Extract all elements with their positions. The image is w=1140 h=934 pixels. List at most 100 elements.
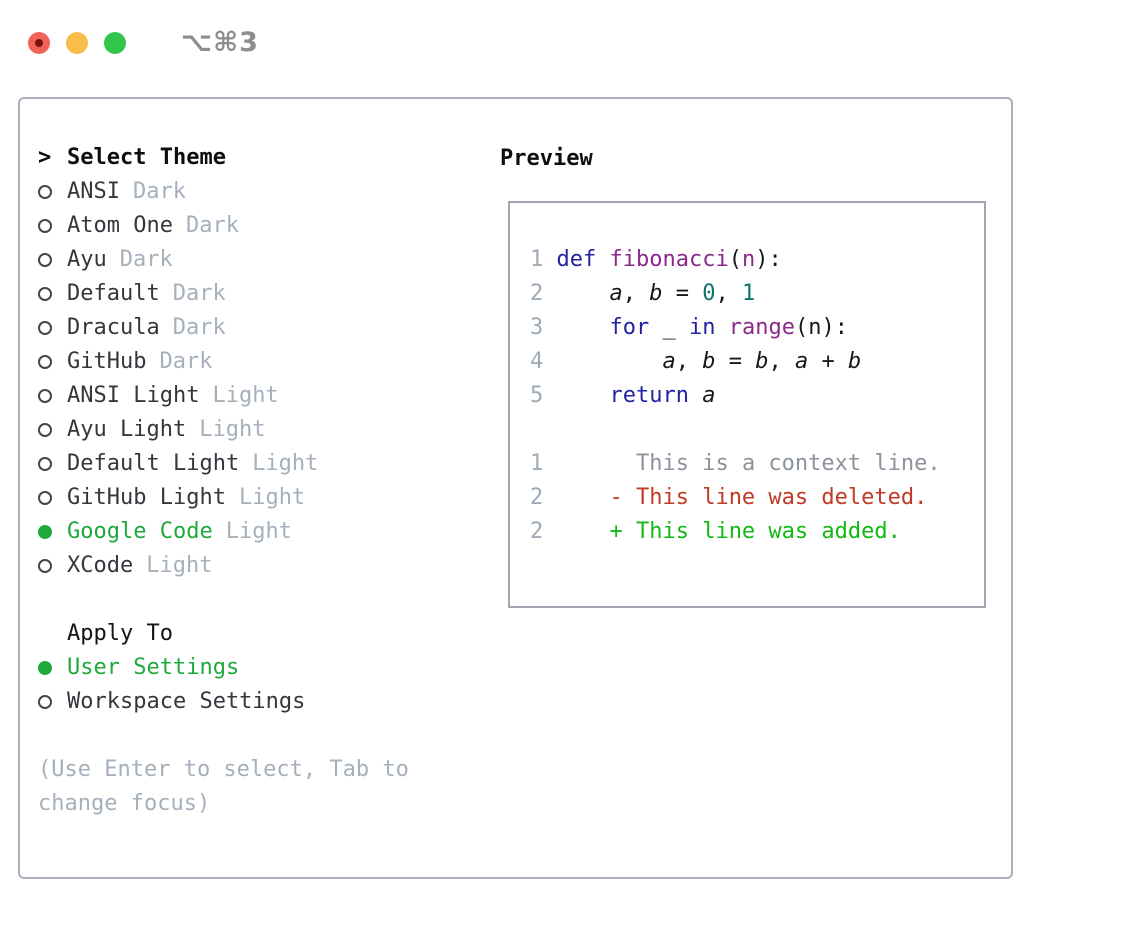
code-line: 1 This is a context line.: [530, 447, 984, 481]
help-text: (Use Enter to select, Tab to change focu…: [38, 753, 409, 821]
apply-option-name: Workspace Settings: [67, 689, 306, 714]
radio-icon: [38, 253, 67, 267]
select-theme-header: > Select Theme: [38, 141, 409, 175]
spacer: [38, 583, 409, 617]
radio-icon: [38, 457, 67, 471]
radio-icon: [38, 491, 67, 505]
theme-item-ayu-light[interactable]: Ayu Light Light: [38, 413, 409, 447]
close-button-dot: [35, 38, 43, 47]
theme-name: GitHub Light: [67, 485, 226, 510]
code-line: 2 - This line was deleted.: [530, 481, 984, 515]
preview-title: Preview: [500, 145, 593, 171]
radio-icon: [38, 219, 67, 233]
code-token: [557, 383, 610, 408]
radio-icon: [38, 389, 67, 403]
window-title: ⌥⌘3: [181, 27, 259, 58]
titlebar: ⌥⌘3: [28, 27, 259, 58]
radio-icon: [38, 287, 67, 301]
close-button[interactable]: [28, 31, 50, 54]
theme-variant-tag: Dark: [172, 315, 226, 340]
theme-variant-tag: Light: [252, 451, 319, 476]
prompt-chevron-icon: >: [38, 145, 52, 170]
code-token: ):: [755, 247, 782, 272]
theme-variant-tag: Light: [225, 519, 292, 544]
theme-variant-tag: Light: [199, 417, 266, 442]
code-line: [530, 413, 984, 447]
variable-token: b: [702, 349, 716, 374]
apply-option-workspace-settings[interactable]: Workspace Settings: [38, 685, 409, 719]
number-token: 1: [741, 281, 756, 306]
theme-name: Ayu Light: [67, 417, 187, 442]
keyword-token: in: [688, 315, 716, 340]
theme-list-title: Select Theme: [67, 145, 226, 170]
code-line: 2 + This line was added.: [530, 515, 984, 549]
apply-to-header: Apply To: [67, 621, 173, 646]
radio-icon: [38, 355, 67, 369]
keyword-token: return: [609, 383, 689, 408]
apply-option-user-settings[interactable]: User Settings: [38, 651, 409, 685]
variable-token: b: [755, 349, 769, 374]
theme-name: ANSI Light: [67, 383, 200, 408]
code-token: (: [728, 247, 742, 272]
variable-token: a: [794, 349, 809, 374]
line-number: 4: [530, 349, 557, 374]
line-number: 2: [530, 485, 557, 510]
code-token: ,: [622, 281, 650, 306]
keyword-token: for: [609, 315, 650, 340]
code-token: _: [649, 315, 689, 340]
theme-name: XCode: [67, 553, 134, 578]
zoom-button[interactable]: [104, 31, 126, 54]
code-token: [557, 349, 663, 374]
code-token: ,: [675, 349, 703, 374]
radio-icon: [38, 559, 67, 573]
function-token: range: [728, 315, 795, 340]
theme-variant-tag: Light: [238, 485, 306, 510]
number-token: 0: [702, 281, 716, 306]
theme-item-github[interactable]: GitHub Dark: [38, 345, 409, 379]
theme-name: GitHub: [67, 349, 147, 374]
line-number: 2: [530, 519, 557, 544]
line-number: 2: [530, 281, 557, 306]
theme-variant-tag: Dark: [159, 349, 213, 374]
code-token: [715, 315, 728, 340]
code-token: ,: [768, 349, 795, 374]
variable-token: a: [609, 281, 623, 306]
radio-icon: [38, 423, 67, 437]
code-token: +: [808, 349, 848, 374]
theme-item-google-code[interactable]: Google Code Light: [38, 515, 409, 549]
code-token: (n):: [794, 315, 848, 340]
help-line-2: change focus): [38, 791, 211, 816]
code-token: [596, 247, 609, 272]
context-line-text: This is a context line.: [635, 451, 941, 476]
minimize-button[interactable]: [66, 31, 88, 54]
line-number: 3: [530, 315, 557, 340]
spacer: [38, 719, 409, 753]
variable-token: b: [649, 281, 663, 306]
radio-icon: [38, 695, 67, 709]
code-line: 3 for _ in range(n):: [530, 311, 984, 345]
code-token: ,: [715, 281, 742, 306]
theme-name: Default: [67, 281, 160, 306]
radio-icon: [38, 321, 67, 335]
line-number: 1: [530, 247, 557, 272]
theme-variant-tag: Dark: [172, 281, 226, 306]
code-token: =: [715, 349, 756, 374]
theme-name: Google Code: [67, 519, 213, 544]
theme-item-default[interactable]: Default Dark: [38, 277, 409, 311]
code-token: [557, 451, 636, 476]
code-line: 1 def fibonacci(n):: [530, 243, 984, 277]
theme-name: ANSI: [67, 179, 120, 204]
theme-item-github-light[interactable]: GitHub Light Light: [38, 481, 409, 515]
code-token: [557, 485, 610, 510]
